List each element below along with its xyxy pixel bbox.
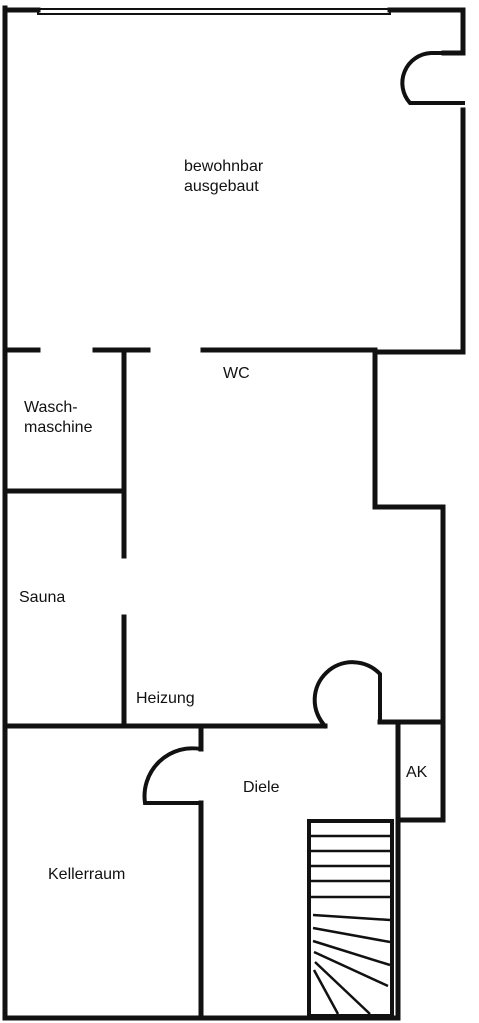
- label-bewohnbar-line2: ausgebaut: [184, 178, 259, 195]
- label-wasch: Wasch- maschine: [24, 398, 92, 438]
- wall-top-right: [387, 7, 466, 56]
- door-heizung: [312, 660, 382, 729]
- label-bewohnbar: bewohnbar ausgebaut: [184, 157, 263, 197]
- label-heizung: Heizung: [136, 690, 195, 707]
- label-kellerraum: Kellerraum: [48, 866, 126, 883]
- label-ak: AK: [406, 764, 428, 781]
- label-wc: WC: [223, 365, 250, 382]
- label-wasch-line1: Wasch-: [24, 399, 78, 416]
- door-upper-right: [400, 51, 465, 105]
- door-keller: [142, 746, 204, 805]
- label-diele: Diele: [243, 779, 280, 796]
- label-wasch-line2: maschine: [24, 419, 93, 436]
- stairs-treads: [311, 834, 391, 1015]
- wall-right-upper: [372, 107, 466, 355]
- top-window: [37, 8, 391, 15]
- stairs-outline: [307, 819, 394, 1018]
- label-bewohnbar-line1: bewohnbar: [184, 158, 264, 175]
- wall-right-step: [372, 347, 446, 725]
- label-sauna: Sauna: [19, 589, 66, 606]
